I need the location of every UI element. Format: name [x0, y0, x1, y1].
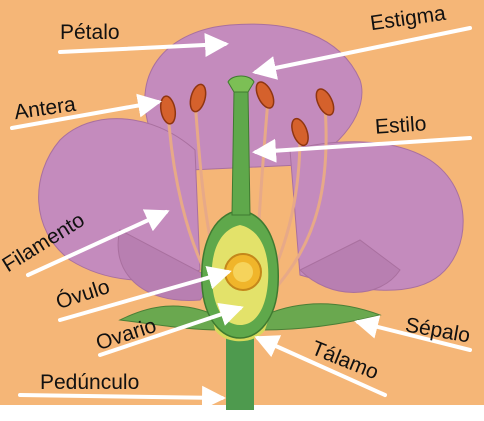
label-pedunculo: Pedúnculo [40, 372, 139, 393]
label-petalo: Pétalo [60, 22, 120, 43]
label-estilo: Estilo [374, 113, 427, 138]
peduncle [226, 330, 254, 410]
style [232, 90, 250, 215]
